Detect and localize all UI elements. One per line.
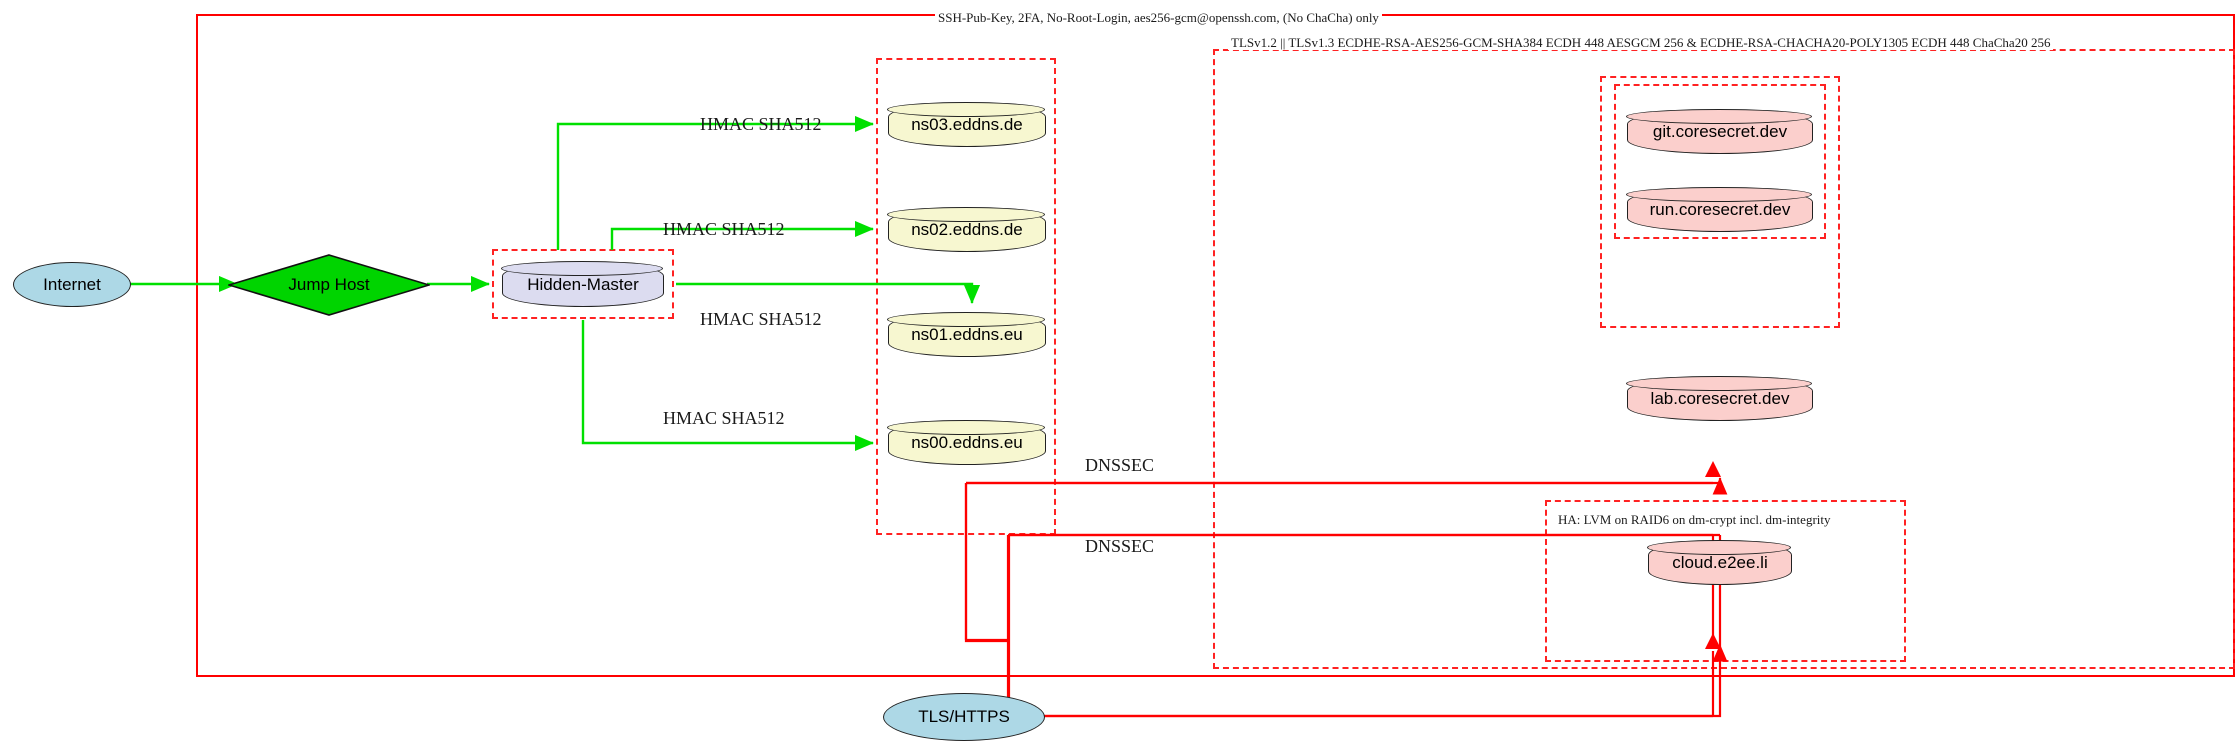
cluster-tls-policy-label: TLSv1.2 || TLSv1.3 ECDHE-RSA-AES256-GCM-… (1228, 35, 2054, 50)
cluster-git-run (1614, 84, 1826, 239)
edge-label-hmac-ns02: HMAC SHA512 (663, 219, 785, 239)
node-git-coresecret-label: git.coresecret.dev (1652, 122, 1788, 141)
node-ns03[interactable]: ns03.eddns.de (887, 102, 1046, 147)
node-hidden-master[interactable]: Hidden-Master (501, 261, 664, 307)
cluster-tls-policy (1213, 49, 2235, 669)
node-lab-coresecret-label: lab.coresecret.dev (1650, 389, 1790, 408)
node-git-coresecret[interactable]: git.coresecret.dev (1626, 109, 1813, 154)
node-tls-https-label: TLS/HTTPS (918, 707, 1010, 726)
node-internet-label: Internet (43, 274, 101, 294)
edge-label-dnssec-1: DNSSEC (1085, 455, 1155, 475)
node-hidden-master-label: Hidden-Master (527, 274, 639, 294)
edge-label-hmac-ns01: HMAC SHA512 (700, 309, 822, 329)
cluster-coresecret (1600, 76, 1840, 328)
node-run-coresecret-label: run.coresecret.dev (1649, 200, 1791, 219)
node-jump-host-label: Jump Host (288, 275, 370, 294)
node-cloud-e2ee-label: cloud.e2ee.li (1672, 553, 1768, 572)
cluster-ha-storage-label: HA: LVM on RAID6 on dm-crypt incl. dm-in… (1555, 512, 1834, 527)
edge-label-dnssec-2: DNSSEC (1085, 536, 1155, 556)
node-ns02[interactable]: ns02.eddns.de (887, 207, 1046, 252)
node-internet[interactable]: Internet (13, 262, 131, 307)
node-cloud-e2ee[interactable]: cloud.e2ee.li (1647, 540, 1792, 585)
node-lab-coresecret[interactable]: lab.coresecret.dev (1626, 376, 1813, 421)
cluster-hidden-master (492, 249, 674, 319)
node-ns00-label: ns00.eddns.eu (911, 433, 1023, 452)
node-ns01[interactable]: ns01.eddns.eu (887, 312, 1046, 357)
node-jump-host[interactable]: Jump Host (228, 254, 430, 316)
node-ns01-label: ns01.eddns.eu (911, 325, 1023, 344)
node-run-coresecret[interactable]: run.coresecret.dev (1626, 187, 1813, 232)
edge-label-hmac-ns03: HMAC SHA512 (700, 114, 822, 134)
node-ns03-label: ns03.eddns.de (911, 115, 1023, 134)
edge-label-hmac-ns00: HMAC SHA512 (663, 408, 785, 428)
cluster-ssh-policy-label: SSH-Pub-Key, 2FA, No-Root-Login, aes256-… (935, 10, 1382, 25)
node-ns00[interactable]: ns00.eddns.eu (887, 420, 1046, 465)
node-ns02-label: ns02.eddns.de (911, 220, 1023, 239)
node-tls-https[interactable]: TLS/HTTPS (883, 693, 1045, 741)
